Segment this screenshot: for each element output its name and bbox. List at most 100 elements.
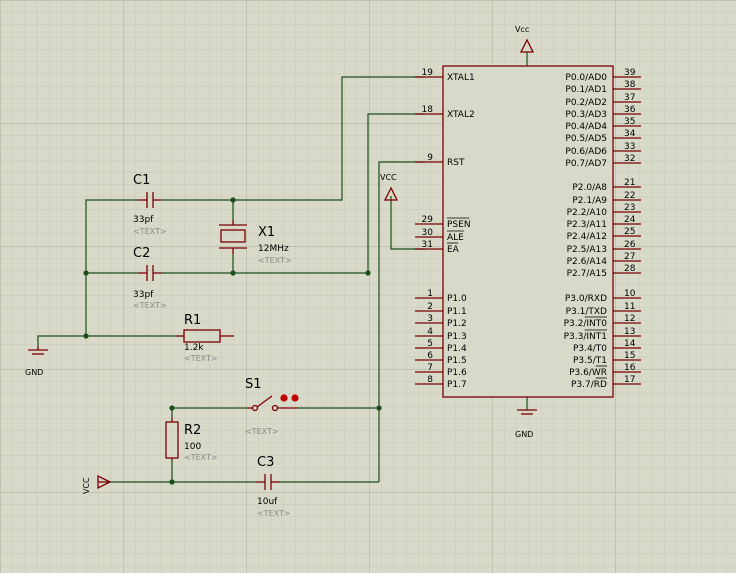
s1-actuator-dot[interactable] (291, 394, 299, 402)
c3-ref-label: C3 (257, 455, 274, 470)
r1-value-label: 1.2k (184, 343, 204, 353)
wire-xtal1[interactable] (233, 76, 425, 201)
capacitor-c1[interactable]: C1 33pf <TEXT> (133, 173, 167, 236)
wire-xtal2[interactable] (233, 113, 425, 274)
vcc-left[interactable]: VCC (82, 474, 112, 494)
pin-name: P1.5 (447, 356, 467, 366)
ground-chip[interactable]: GND (515, 409, 537, 439)
pin-number: 33 (624, 142, 635, 152)
pin-name: P1.1 (447, 307, 467, 317)
capacitor-c3[interactable]: C3 10uf <TEXT> (256, 455, 291, 518)
pin-name: P0.5/AD5 (565, 134, 607, 144)
switch-s1[interactable]: S1 <TEXT> (245, 377, 299, 436)
pin-number: 26 (624, 240, 636, 250)
pin-number: 16 (624, 363, 636, 373)
junction-dot (83, 270, 89, 276)
s1-lever (256, 395, 273, 408)
pin-number: 14 (624, 339, 636, 349)
pin-name: P2.7/A15 (567, 269, 607, 279)
s1-ref-label: S1 (245, 377, 262, 392)
pin-name: PSEN (447, 220, 471, 230)
c1-text-placeholder: <TEXT> (133, 227, 167, 236)
pin-name: P0.3/AD3 (565, 110, 607, 120)
vcc-ea-arrow-icon (383, 186, 399, 201)
junction-dot (230, 270, 236, 276)
resistor-r1[interactable]: R1 1.2k <TEXT> (176, 313, 234, 363)
gnd-chip-label: GND (515, 430, 533, 439)
pin-name: P3.6/WR (569, 368, 607, 378)
ground-left[interactable]: GND (25, 346, 48, 377)
wire-c1-left[interactable] (85, 199, 138, 336)
pin-name: P0.2/AD2 (565, 98, 607, 108)
crystal-x1[interactable]: X1 12MHz <TEXT> (219, 220, 292, 265)
pin-number: 30 (422, 228, 434, 238)
resistor-r2[interactable]: R2 100 <TEXT> (165, 418, 218, 462)
wire-ea-vcc[interactable] (390, 196, 425, 250)
pin-name: P2.5/A13 (567, 245, 607, 255)
pin-name: P3.3/INT1 (564, 332, 607, 342)
pin-number: 34 (624, 129, 636, 139)
s1-text-placeholder: <TEXT> (245, 427, 279, 436)
pin-name: P2.3/A11 (567, 220, 607, 230)
capacitor-c2[interactable]: C2 33pf <TEXT> (133, 246, 167, 310)
pin-number: 21 (624, 178, 635, 188)
wire-rst[interactable] (378, 161, 425, 482)
gnd-left-label: GND (25, 368, 43, 377)
c3-text-placeholder: <TEXT> (257, 509, 291, 518)
pin-number: 22 (624, 191, 635, 201)
vcc-ea[interactable]: VCC (380, 173, 399, 201)
pin-number: 24 (624, 215, 636, 225)
junction-dot (169, 405, 175, 411)
pin-number: 29 (422, 215, 434, 225)
pin-number: 1 (427, 289, 433, 299)
wire-gnd-r1[interactable] (37, 335, 176, 346)
pin-number: 4 (427, 327, 433, 337)
s1-actuator-dot[interactable] (280, 394, 288, 402)
vcc-top[interactable]: Vcc (515, 25, 535, 53)
pin-number: 23 (624, 203, 635, 213)
pin-name: P0.7/AD7 (565, 159, 607, 169)
r1-ref-label: R1 (184, 313, 201, 328)
